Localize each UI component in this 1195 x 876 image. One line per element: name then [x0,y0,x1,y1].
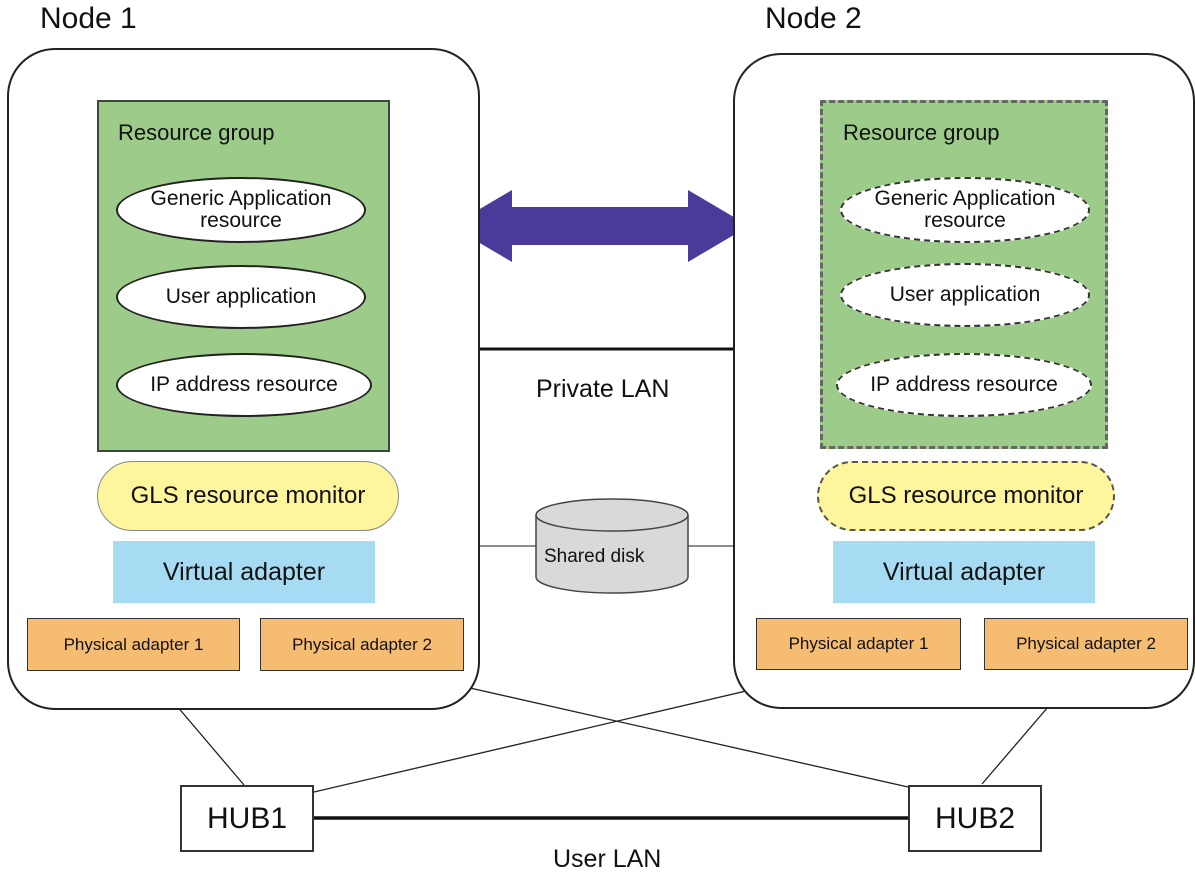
node1-physical-adapter-2: Physical adapter 2 [260,618,464,671]
node1-generic-application-resource: Generic Application resource [116,177,366,243]
node1-physical-adapter-1: Physical adapter 1 [27,618,240,671]
node2-title: Node 2 [765,2,862,35]
node1-ip-address-resource: IP address resource [116,353,372,417]
hub2: HUB2 [908,785,1042,852]
link-n1pa2-hub2 [394,670,909,788]
private-lan-label: Private LAN [536,375,670,403]
node2-physical-adapter-2: Physical adapter 2 [984,618,1188,670]
node2-physical-adapter-1: Physical adapter 1 [756,618,961,670]
hub1: HUB1 [180,785,314,852]
user-lan-label: User LAN [553,845,662,873]
node2-user-application: User application [840,263,1090,327]
node2-gls-resource-monitor: GLS resource monitor [817,461,1115,531]
node2-virtual-adapter: Virtual adapter [833,541,1095,603]
node2-resource-group-label: Resource group [843,120,1000,145]
shared-disk-label: Shared disk [544,546,645,567]
shared-disk-icon [535,498,689,594]
node2-ip-address-resource: IP address resource [836,353,1092,417]
node1-gls-resource-monitor: GLS resource monitor [97,461,399,531]
node2-generic-application-resource: Generic Application resource [840,177,1090,243]
node1-virtual-adapter: Virtual adapter [113,541,375,603]
node1-user-application: User application [116,265,366,329]
failover-arrow-icon [451,190,749,262]
node1-title: Node 1 [40,2,137,35]
node1-resource-group-label: Resource group [118,120,275,145]
